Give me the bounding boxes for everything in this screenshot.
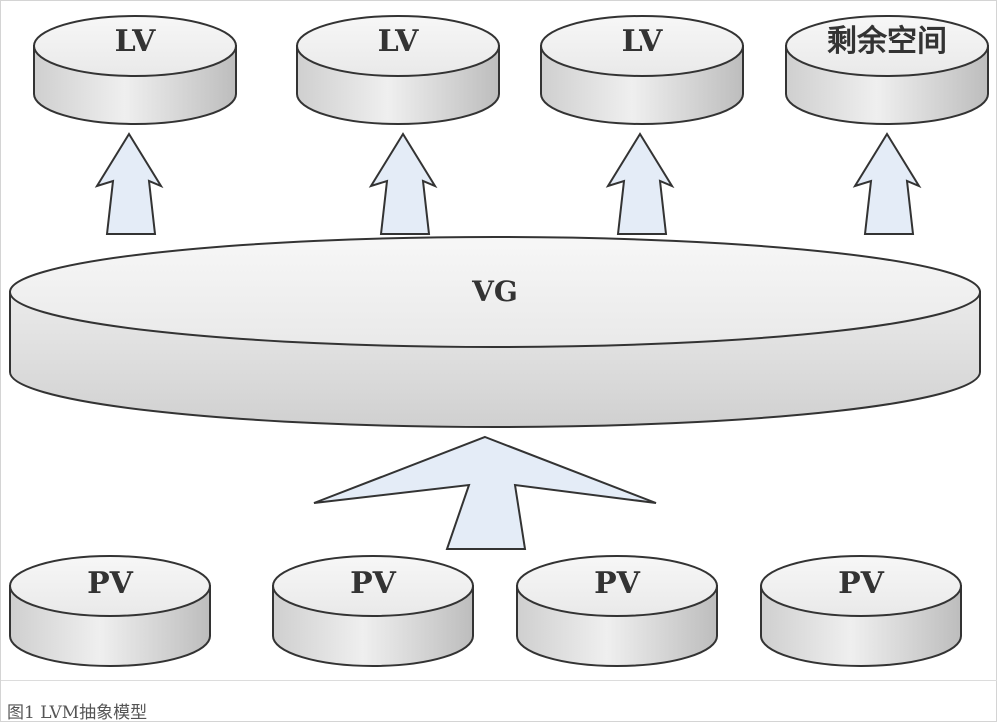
- lv-disk-2: LV: [296, 15, 500, 125]
- vg-label: VG: [471, 275, 518, 308]
- arrow-pv-to-vg: [313, 435, 657, 550]
- lv-disk-3-label: LV: [622, 24, 664, 59]
- arrow-vg-to-lv-2: [368, 132, 438, 235]
- pv-disk-2: PV: [272, 555, 474, 667]
- figure-caption: 图1 LVM抽象模型: [7, 703, 148, 723]
- lv-disk-1-label: LV: [115, 24, 157, 59]
- pv-disk-3-label: PV: [594, 566, 641, 601]
- pv-disk-1-label: PV: [87, 566, 134, 601]
- pv-disk-4: PV: [760, 555, 962, 667]
- arrow-vg-to-free-space: [852, 132, 922, 235]
- lv-disk-3: LV: [540, 15, 744, 125]
- caption-divider: [1, 680, 997, 681]
- lv-disk-2-label: LV: [378, 24, 420, 59]
- lv-disk-1: LV: [33, 15, 237, 125]
- pv-disk-3: PV: [516, 555, 718, 667]
- arrow-vg-to-lv-3: [605, 132, 675, 235]
- pv-disk-4-label: PV: [838, 566, 885, 601]
- free-space-disk: 剩余空间: [785, 15, 989, 125]
- pv-disk-2-label: PV: [350, 566, 397, 601]
- vg-disk: VG: [9, 236, 981, 428]
- lvm-diagram: LV LV LV 剩余空间: [9, 15, 989, 667]
- arrow-vg-to-lv-1: [94, 132, 164, 235]
- pv-disk-1: PV: [9, 555, 211, 667]
- free-space-disk-label: 剩余空间: [827, 24, 947, 59]
